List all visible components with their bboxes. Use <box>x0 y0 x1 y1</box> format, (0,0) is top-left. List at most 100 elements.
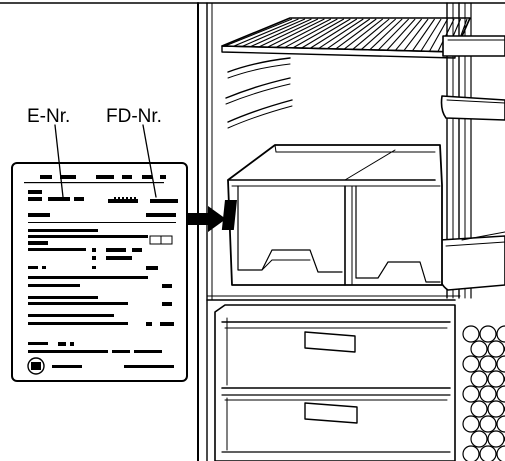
honeycomb-cell <box>462 325 480 343</box>
plate-text-bar <box>28 235 148 238</box>
plate-text-bar <box>142 175 152 179</box>
plate-text-bar <box>132 248 142 252</box>
plate-text-bar <box>24 182 164 184</box>
plate-text-bar <box>28 213 50 217</box>
door-shelf-middle <box>440 95 505 121</box>
shelf-wire <box>284 18 338 49</box>
plate-barcode-tick <box>134 197 136 202</box>
plate-text-bar <box>28 302 128 305</box>
plate-text-bar <box>92 256 96 260</box>
honeycomb-cell <box>470 340 488 358</box>
plate-text-bar <box>122 175 132 179</box>
honeycomb-cell <box>496 325 505 343</box>
shelf-wire <box>292 18 345 49</box>
wire-shelf <box>221 17 471 59</box>
plate-text-bar <box>28 248 86 251</box>
plate-text-bar <box>146 322 152 326</box>
shelf-rails <box>225 57 293 129</box>
shelf-wire <box>326 18 371 50</box>
plate-text-bar <box>28 266 38 269</box>
plate-text-bar <box>28 314 114 317</box>
honeycomb-cell <box>470 430 488 448</box>
honeycomb-cell <box>496 385 505 403</box>
plate-text-bar <box>96 175 114 179</box>
shelf-wire <box>309 18 358 49</box>
plate-text-bar <box>28 276 148 279</box>
plate-text-bar <box>74 197 84 201</box>
door-shelf-bottom <box>439 231 505 291</box>
plate-barcode-tick <box>118 197 120 202</box>
honeycomb-cell <box>470 370 488 388</box>
plate-text-bar <box>28 190 42 194</box>
shelf-wire <box>275 18 332 48</box>
honeycomb-cell <box>462 415 480 433</box>
shelf-wire <box>360 18 397 50</box>
honeycomb-cell <box>479 355 497 373</box>
plate-text-bar <box>40 175 52 179</box>
shelf-wire <box>377 18 410 51</box>
honeycomb-cell <box>479 445 497 461</box>
plate-text-bar <box>106 248 126 252</box>
plate-text-bar <box>124 365 174 368</box>
shelf-wires <box>224 18 468 53</box>
right-arrow-icon <box>188 206 226 232</box>
plate-text-bar <box>28 284 80 287</box>
honeycomb-cell <box>479 385 497 403</box>
plate-text-bar <box>28 197 42 201</box>
honeycomb-cell <box>479 415 497 433</box>
plate-text-bar <box>160 175 166 179</box>
plate-barcode-tick <box>114 197 116 202</box>
plate-text-bar <box>162 302 172 306</box>
plate-text-bar <box>160 322 174 326</box>
shelf-wire <box>403 18 429 52</box>
honeycomb-cell <box>496 355 505 373</box>
honeycomb-cell <box>496 445 505 461</box>
e-nr-label: E-Nr. <box>27 106 70 127</box>
shelf-wire <box>394 18 423 51</box>
honeycomb-cell <box>487 340 505 358</box>
honeycomb-cell <box>487 400 505 418</box>
honeycomb-cell <box>470 400 488 418</box>
rating-plate-marker <box>221 200 237 230</box>
shelf-wire <box>428 18 449 52</box>
plate-barcode-tick <box>130 197 132 202</box>
shelf-wire <box>233 18 299 47</box>
honeycomb-cell <box>462 355 480 373</box>
plate-text-bar <box>28 229 98 232</box>
rating-plate <box>11 162 188 382</box>
plate-text-bar <box>28 342 48 345</box>
plate-text-bar <box>28 322 128 325</box>
shelf-wire <box>420 18 442 52</box>
shelf-wire <box>258 18 319 48</box>
honeycomb-cell <box>479 325 497 343</box>
plate-text-bar <box>28 241 48 245</box>
plate-text-bar <box>70 342 74 346</box>
shelf-wire <box>224 18 293 47</box>
honeycomb-cell <box>462 445 480 461</box>
plate-barcode-tick <box>126 197 128 202</box>
shelf-wire <box>335 18 377 50</box>
plate-text-bar <box>60 175 76 179</box>
plate-text-bar <box>28 296 98 299</box>
callout-lines <box>54 124 157 198</box>
shelf-wire <box>386 18 416 51</box>
shelf-wire <box>369 18 403 51</box>
honeycomb-cell <box>496 415 505 433</box>
shelf-wire <box>411 18 436 52</box>
plate-text-bar <box>58 342 66 346</box>
plate-text-bar <box>106 256 132 260</box>
honeycomb-cell <box>487 430 505 448</box>
fd-nr-label: FD-Nr. <box>106 106 162 127</box>
appliance-logo-icon <box>27 357 45 375</box>
shelf-wire <box>241 18 306 47</box>
shelf-wire <box>318 18 364 49</box>
shelf-wire <box>267 18 325 48</box>
plate-text-bar <box>28 222 176 223</box>
shelf-wire <box>343 18 384 50</box>
shelf-wire <box>352 18 390 50</box>
shelf-wire <box>301 18 351 49</box>
honeycomb-cell <box>462 385 480 403</box>
